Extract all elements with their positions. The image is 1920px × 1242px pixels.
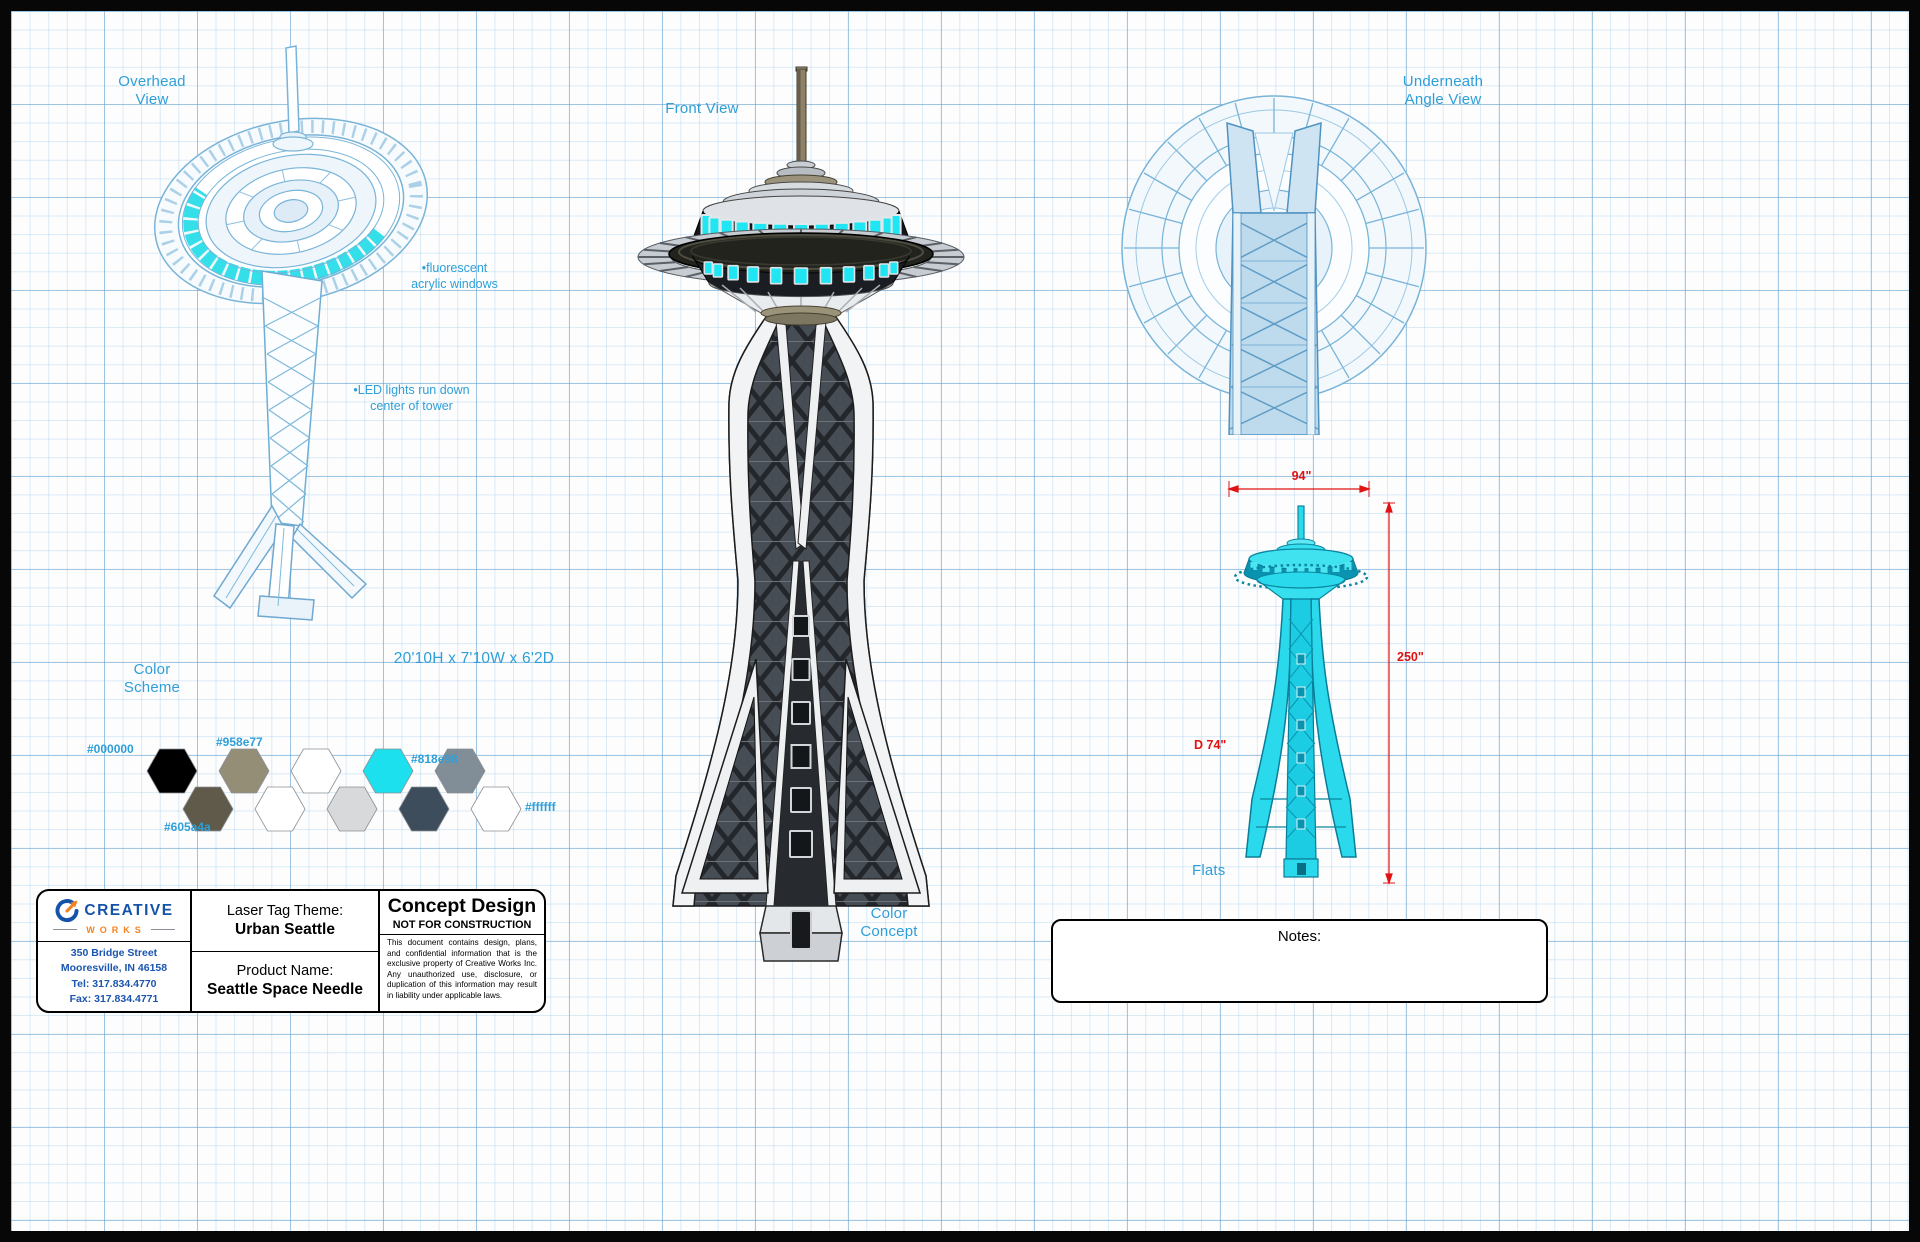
company-address: 350 Bridge Street Mooresville, IN 46158 … <box>60 947 168 1005</box>
front-tower <box>672 305 930 962</box>
swatch-label-white: #ffffff <box>525 800 556 814</box>
front-base-door <box>790 910 812 950</box>
theme-value: Urban Seattle <box>235 920 335 938</box>
front-right-leg <box>823 316 930 907</box>
swatch-label-black: #000000 <box>87 742 134 756</box>
overhead-view-drawing <box>153 45 429 621</box>
doc-title: Concept Design <box>387 895 537 917</box>
logo-rule-left <box>53 929 78 930</box>
underneath-view-label: Underneath Angle View <box>1402 73 1484 108</box>
front-spire <box>748 66 854 201</box>
swatch-hex-black <box>146 748 198 794</box>
swatch-hex-white-2 <box>254 786 306 832</box>
flats-dimension-lines <box>1227 481 1395 885</box>
swatch-label-tan: #958e77 <box>216 735 263 749</box>
legal-disclaimer: This document contains design, plans, an… <box>387 938 537 1000</box>
overall-size-note: 20'10H x 7'10W x 6'2D <box>393 650 555 667</box>
swatch-hex-olive <box>182 786 234 832</box>
flats-label: Flats <box>1192 862 1226 879</box>
title-block-doc-column: Concept Design NOT FOR CONSTRUCTION This… <box>378 891 544 1011</box>
product-value: Seattle Space Needle <box>207 981 363 999</box>
annotation-led-lights: •LED lights run down center of tower <box>353 383 470 413</box>
title-block-project-column: Laser Tag Theme: Urban Seattle Product N… <box>190 891 378 1011</box>
color-scheme-label: Color Scheme <box>123 661 181 696</box>
annotation-fluorescent-windows: •fluorescent acrylic windows <box>411 261 498 291</box>
front-saucer <box>637 188 965 321</box>
overhead-view-label: Overhead View <box>118 73 186 108</box>
underneath-tower-trunk <box>1226 121 1322 435</box>
flats-width-dimension: 94" <box>1291 469 1312 483</box>
underneath-view-drawing <box>1121 95 1427 435</box>
front-view-label: Front View <box>665 100 739 117</box>
flats-height-dimension: 250" <box>1397 650 1424 664</box>
logo-creative-text: CREATIVE <box>84 901 174 919</box>
swatch-label-olive: #605a4a <box>164 820 211 834</box>
swatch-label-gray: #818e98 <box>411 752 458 766</box>
color-concept-label: Color Concept <box>860 905 918 940</box>
front-elevator-windows <box>789 615 813 858</box>
swatch-hex-tan <box>218 748 270 794</box>
logo-works-text: WORKS <box>86 924 146 935</box>
swatch-hex-white <box>290 748 342 794</box>
front-view-drawing <box>637 66 965 962</box>
flats-needle <box>1233 505 1369 878</box>
swatch-hex-gray <box>434 748 486 794</box>
logo-rule-right <box>150 929 175 930</box>
title-block-company-column: CREATIVE WORKS 350 Bridge Street Mooresv… <box>38 891 190 1011</box>
doc-subtitle: NOT FOR CONSTRUCTION <box>380 919 544 935</box>
title-block: CREATIVE WORKS 350 Bridge Street Mooresv… <box>36 889 546 1013</box>
overhead-saucer <box>153 117 429 305</box>
color-scheme-swatches <box>146 748 522 832</box>
notes-label: Notes: <box>1277 928 1322 945</box>
creative-works-logo-icon <box>55 898 79 922</box>
product-label: Product Name: <box>236 963 334 980</box>
creative-works-logo: CREATIVE WORKS <box>38 891 190 942</box>
flats-diameter-dimension: D 74" <box>1194 738 1227 752</box>
overhead-tower <box>212 270 368 621</box>
swatch-hex-dark-slate <box>398 786 450 832</box>
front-left-leg <box>672 316 779 907</box>
swatch-hex-cyan <box>362 748 414 794</box>
front-lower-windows <box>703 261 899 285</box>
notes-box: Notes: <box>1051 919 1548 1003</box>
swatch-hex-light-gray <box>326 786 378 832</box>
theme-label: Laser Tag Theme: <box>226 902 344 919</box>
swatch-hex-white-3 <box>470 786 522 832</box>
overhead-spire <box>272 45 314 152</box>
flats-drawing <box>1227 481 1395 885</box>
